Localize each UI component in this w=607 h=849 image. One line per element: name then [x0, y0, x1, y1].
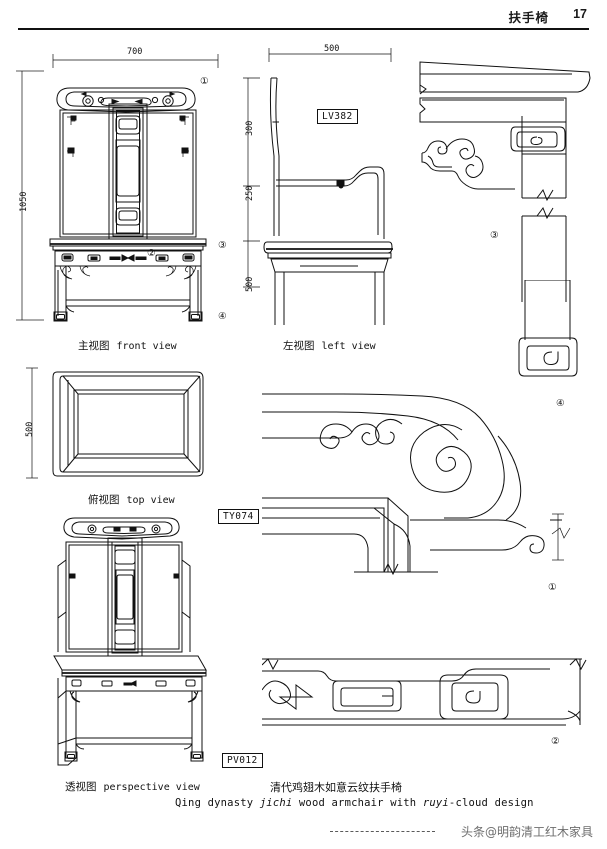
top-depth-dimension: 500: [25, 421, 35, 437]
left-width-dimension: 500: [324, 44, 340, 54]
front-view-drawing: [0, 34, 250, 334]
detail-four-drawing: [495, 280, 607, 400]
top-view-drawing: [0, 358, 250, 488]
left-view-caption-cn: 左视图: [283, 340, 315, 352]
callout-one-detail: ①: [548, 582, 557, 593]
header-title: 扶手椅: [508, 10, 549, 25]
top-view-caption: 俯视图 top view: [88, 492, 175, 507]
page-footer: 头条@明韵清工红木家具: [0, 821, 607, 843]
left-backrest-dimension: 300: [245, 120, 255, 136]
caption-en-mid: wood armchair with: [292, 797, 423, 809]
front-view-caption-en: front view: [116, 341, 177, 352]
caption-en-post: -cloud design: [448, 797, 534, 809]
top-view-caption-cn: 俯视图: [88, 494, 120, 506]
page-number: 17: [573, 7, 587, 21]
caption-en-italic-ruyi: ruyi: [422, 797, 449, 809]
perspective-view-caption-en: perspective view: [103, 782, 200, 793]
front-width-dimension: 700: [127, 47, 143, 57]
perspective-view-drawing: [20, 500, 250, 785]
left-leg-dimension: 500: [245, 276, 255, 292]
callout-two-front: ②: [147, 248, 156, 259]
front-height-dimension: 1050: [19, 191, 29, 212]
callout-four-detail: ④: [556, 398, 565, 409]
perspective-view-code: PV012: [222, 753, 263, 768]
detail-one-drawing: [262, 382, 607, 602]
left-view-drawing: [238, 34, 418, 334]
front-view-caption-cn: 主视图: [78, 340, 110, 352]
callout-one-front: ①: [200, 76, 209, 87]
top-view-code: TY074: [218, 509, 259, 524]
callout-four-front: ④: [218, 311, 227, 322]
top-view-caption-en: top view: [126, 495, 175, 506]
page-header: 扶手椅 17: [0, 0, 607, 34]
detail-three-drawing: [400, 52, 607, 302]
figure-caption-en: Qing dynasty jichi wood armchair with ru…: [175, 797, 534, 809]
callout-three-front: ③: [218, 240, 227, 251]
header-rule: [18, 28, 589, 30]
left-arm-dimension: 250: [245, 185, 255, 201]
left-view-code: LV382: [317, 109, 358, 124]
caption-en-pre: Qing dynasty: [175, 797, 260, 809]
detail-two-drawing: [262, 655, 607, 750]
footer-watermark: 头条@明韵清工红木家具: [460, 825, 593, 839]
callout-three-detail: ③: [490, 230, 499, 241]
front-view-caption: 主视图 front view: [78, 338, 177, 353]
left-view-caption-en: left view: [321, 341, 376, 352]
left-view-caption: 左视图 left view: [283, 338, 376, 353]
caption-en-italic-jichi: jichi: [259, 797, 293, 809]
footer-divider: [330, 831, 435, 832]
perspective-view-caption: 透视图 perspective view: [65, 779, 200, 794]
perspective-view-caption-cn: 透视图: [65, 781, 97, 793]
figure-caption-cn: 清代鸡翅木如意云纹扶手椅: [270, 781, 402, 794]
callout-two-detail: ②: [551, 736, 560, 747]
